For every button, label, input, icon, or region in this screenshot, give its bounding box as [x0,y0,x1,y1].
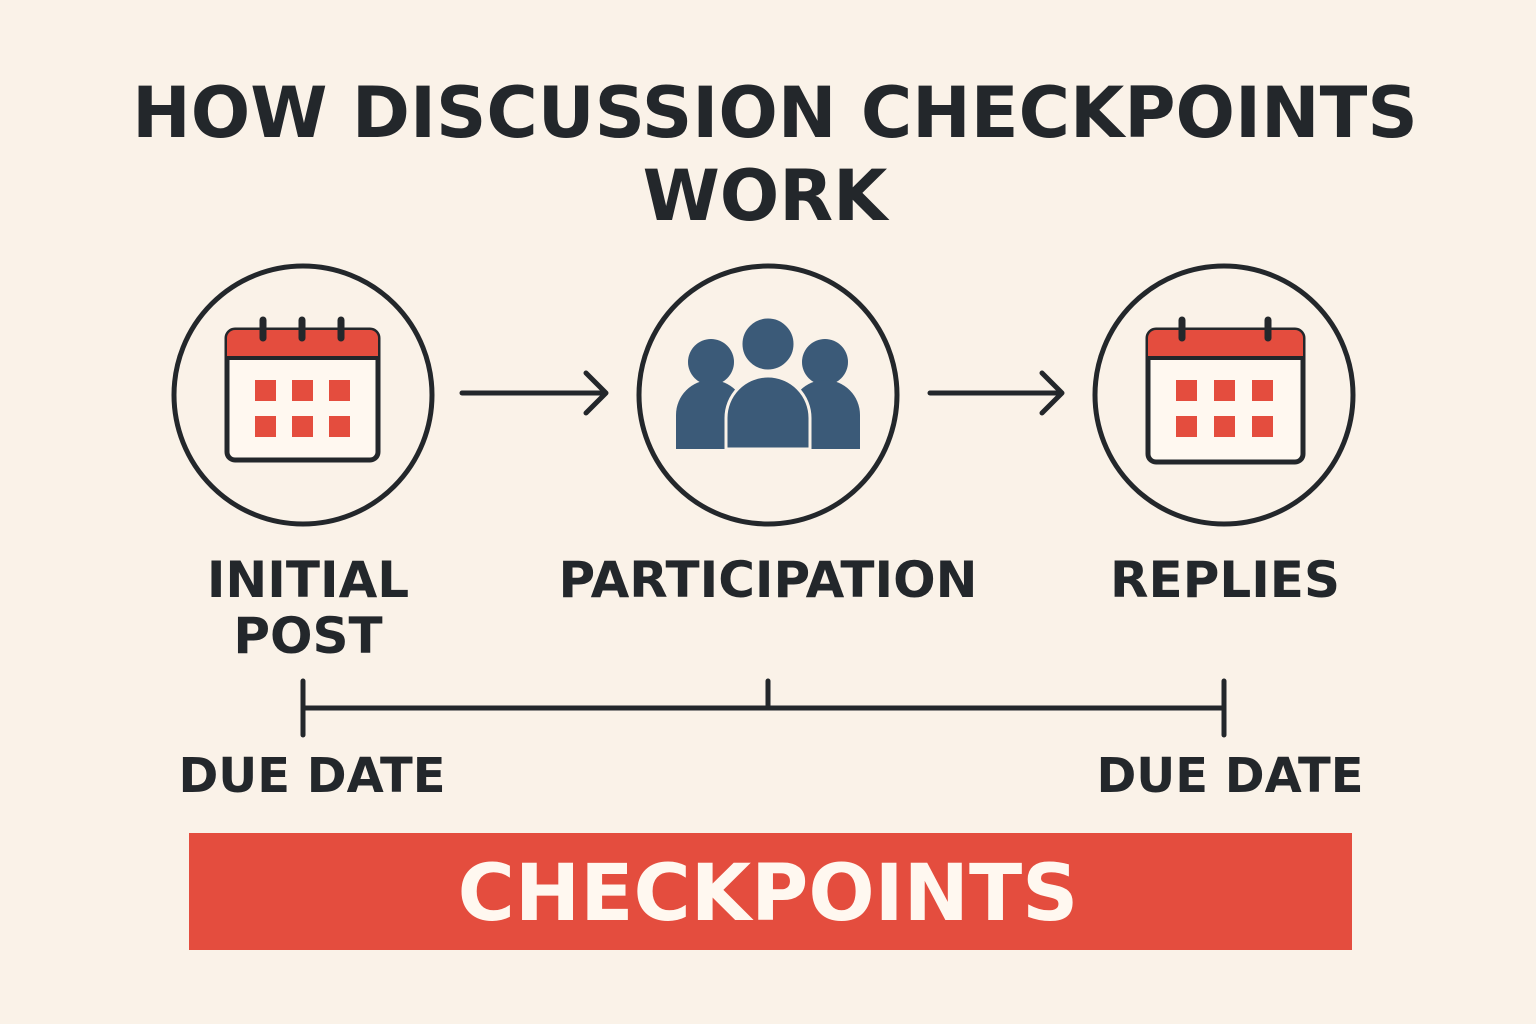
step-label-participation: PARTICIPATION [559,551,978,609]
title-line-1: HOW DISCUSSION CHECKPOINTS [132,72,1418,154]
participation-step: PARTICIPATION [559,263,978,609]
checkpoints-banner-label: CHECKPOINTS [458,849,1079,939]
title-line-2: WORK [643,155,891,237]
due-date-left: DUE DATE [178,748,445,804]
replies-step: REPLIES [1092,263,1356,609]
checkpoints-banner [189,833,1352,950]
step-label-replies: REPLIES [1110,551,1340,609]
timeline [300,678,1227,738]
arrow-icon [927,370,1065,416]
arrow-icon [459,370,609,416]
due-date-right: DUE DATE [1096,748,1363,804]
calendar-icon [1145,316,1306,465]
initial-post-step: INITIAL POST [171,263,435,665]
step-label-post: POST [233,607,382,665]
calendar-icon [224,316,381,463]
people-icon [676,315,860,451]
step-label-initial: INITIAL [207,551,409,609]
